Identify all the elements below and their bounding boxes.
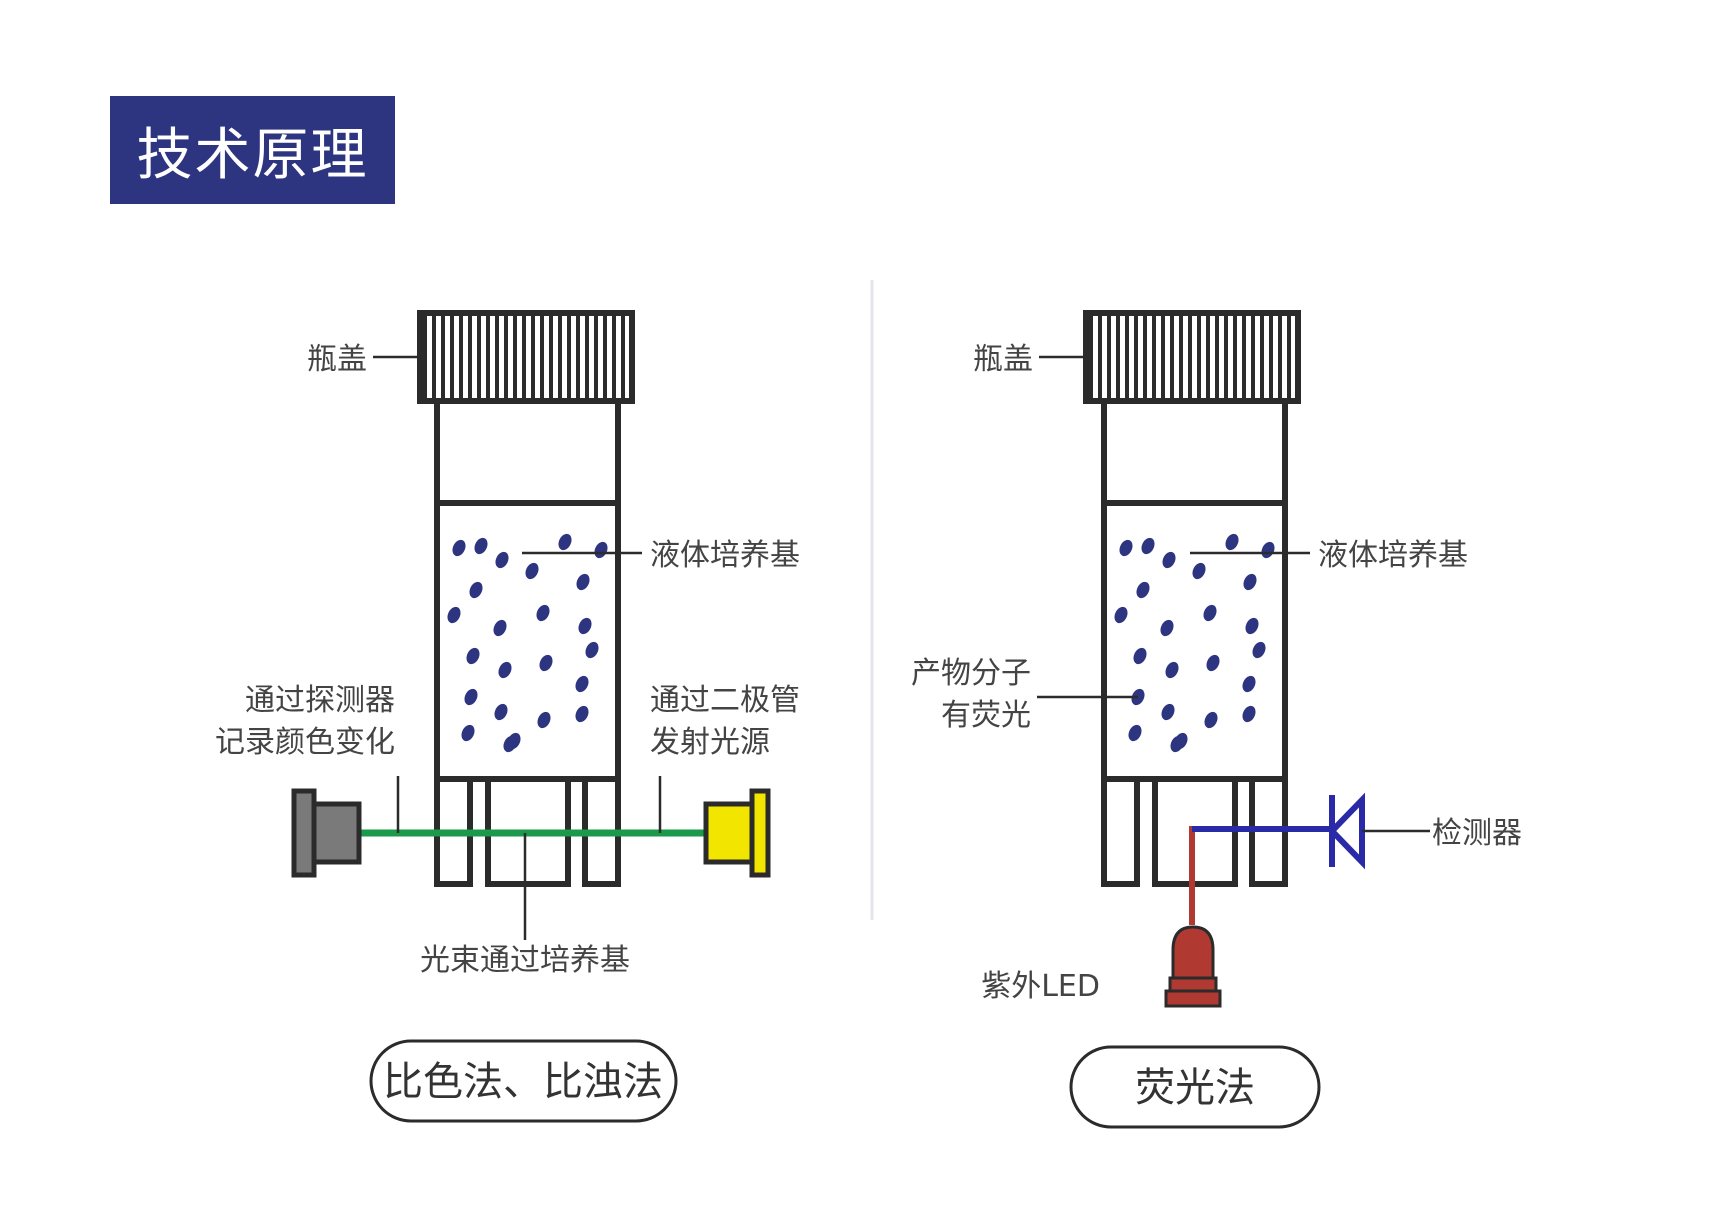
right-bottle: [1083, 310, 1301, 887]
right-method-pill: 荧光法: [1069, 1045, 1321, 1129]
product-label-line1: 产物分子: [911, 656, 1031, 691]
particle: [575, 705, 589, 723]
particle: [1165, 661, 1179, 679]
particle: [1160, 619, 1174, 637]
particle: [1128, 724, 1142, 742]
particle: [1245, 617, 1259, 635]
particle: [1206, 654, 1220, 672]
uv-led: [1164, 925, 1222, 1008]
particle: [1141, 537, 1155, 555]
particle: [1242, 705, 1256, 723]
particle: [539, 654, 553, 672]
left-bottle: [417, 310, 635, 887]
source-label-line1: 通过二极管: [650, 683, 800, 718]
right-bottle-leg: [1101, 776, 1140, 887]
particle: [452, 539, 466, 557]
right-panel: 瓶盖 液体培养基 产物分子 有荧光 检测器 紫外LED 荧光法: [911, 310, 1522, 1129]
particle: [466, 647, 480, 665]
particle: [1114, 606, 1128, 624]
left-bottle-cap: [417, 310, 635, 404]
particle: [1243, 573, 1257, 591]
particle: [576, 573, 590, 591]
left-leader-lines: [373, 355, 662, 940]
particle: [1161, 703, 1175, 721]
left-panel: 瓶盖 液体培养基 通过探测器 记录颜色变化 通过二极管 发射光源 光束通过培养基…: [215, 310, 800, 1123]
particle: [585, 641, 599, 659]
right-cap-label: 瓶盖: [973, 342, 1033, 377]
particle: [537, 711, 551, 729]
left-method-label: 比色法、比浊法: [383, 1059, 663, 1105]
right-bottle-cap: [1083, 310, 1301, 404]
particle: [575, 675, 589, 693]
detector-label-line1: 通过探测器: [245, 683, 395, 718]
fluorescence-detector: [1327, 792, 1365, 870]
detector-label-line2: 记录颜色变化: [215, 725, 395, 760]
color-detector: [291, 788, 362, 878]
right-bottle-body: [1101, 398, 1288, 782]
particle: [558, 533, 572, 551]
section-title: 技术原理: [110, 96, 395, 204]
particle: [1225, 533, 1239, 551]
left-method-pill: 比色法、比浊法: [369, 1039, 678, 1123]
product-label-line2: 有荧光: [941, 698, 1031, 733]
particle: [469, 581, 483, 599]
particle: [1203, 604, 1217, 622]
particle: [493, 619, 507, 637]
particle: [461, 724, 475, 742]
particle: [1133, 647, 1147, 665]
particle: [1242, 675, 1256, 693]
particle: [494, 703, 508, 721]
particle: [447, 606, 461, 624]
left-bottle-body: [434, 398, 621, 782]
particle: [1192, 562, 1206, 580]
particle: [1119, 539, 1133, 557]
right-leader-lines: [1037, 355, 1430, 833]
right-method-label: 荧光法: [1135, 1065, 1255, 1111]
left-medium-label: 液体培养基: [650, 538, 800, 573]
right-medium-label: 液体培养基: [1318, 538, 1468, 573]
particle: [1162, 551, 1176, 569]
particle: [1204, 711, 1218, 729]
uv-led-label: 紫外LED: [981, 969, 1100, 1004]
particle: [474, 537, 488, 555]
particle: [507, 732, 521, 750]
beam-label: 光束通过培养基: [420, 943, 630, 978]
light-source: [703, 788, 771, 878]
particle: [1136, 581, 1150, 599]
detector-label: 检测器: [1432, 816, 1522, 851]
left-cap-label: 瓶盖: [307, 342, 367, 377]
particle: [1174, 732, 1188, 750]
particle: [578, 617, 592, 635]
particle: [1252, 641, 1266, 659]
particle: [536, 604, 550, 622]
right-particles: [1114, 533, 1275, 753]
particle: [495, 551, 509, 569]
particle: [498, 661, 512, 679]
left-particles: [447, 533, 608, 753]
particle: [525, 562, 539, 580]
particle: [464, 688, 478, 706]
source-label-line2: 发射光源: [650, 725, 770, 760]
